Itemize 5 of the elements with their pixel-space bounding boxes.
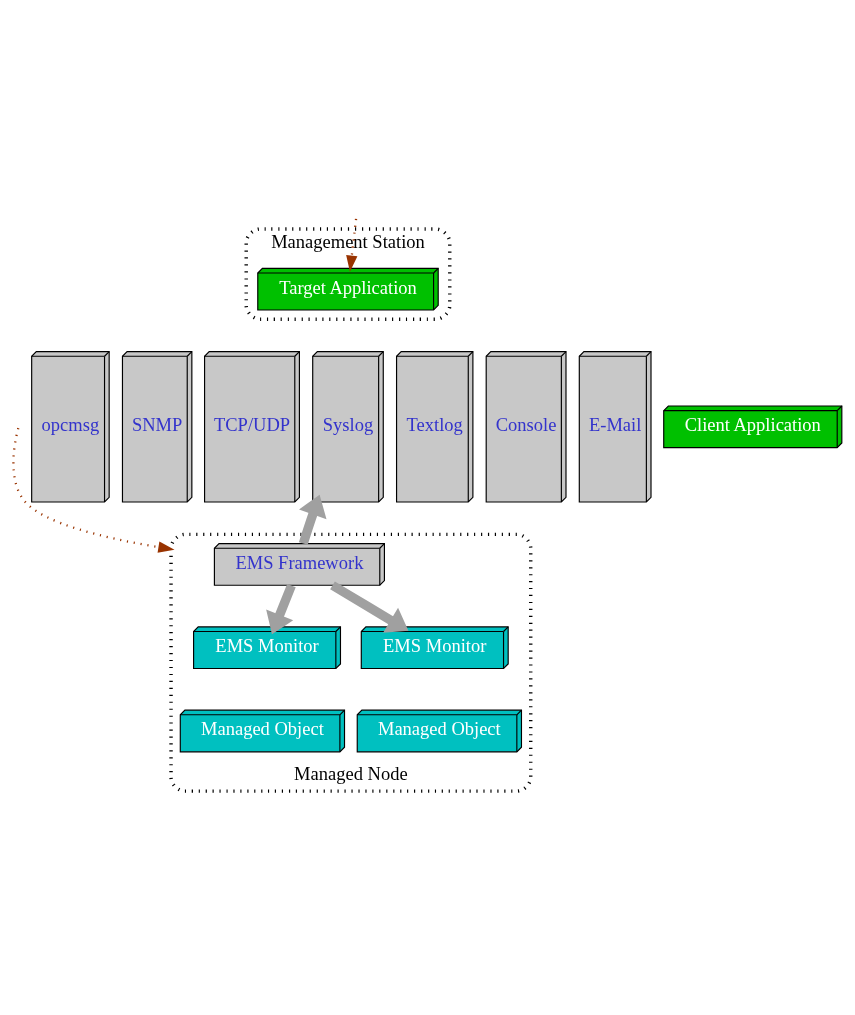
arrow bbox=[266, 583, 296, 634]
arrow bbox=[330, 580, 409, 633]
arrow bbox=[346, 218, 358, 272]
arrow bbox=[298, 494, 327, 545]
arrow bbox=[12, 427, 175, 553]
